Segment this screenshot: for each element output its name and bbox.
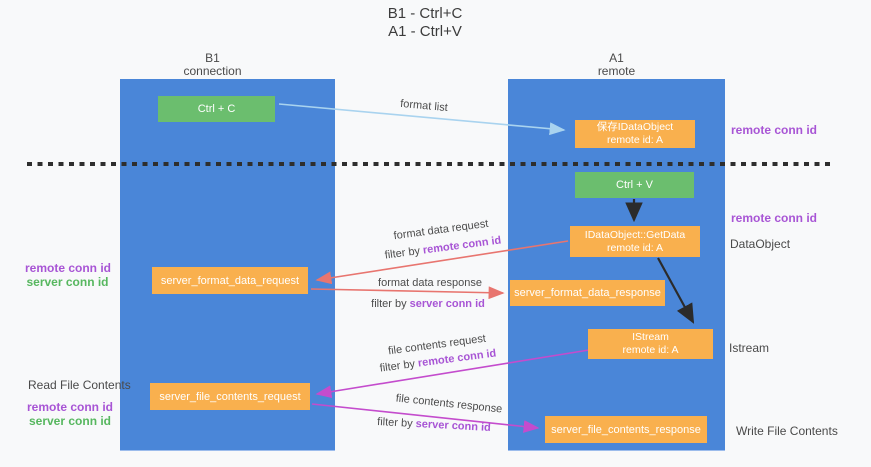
title-line-1: B1 - Ctrl+C bbox=[387, 5, 463, 22]
file-contents-response-arrow bbox=[311, 403, 540, 433]
read-file-contents-label: Read File Contents bbox=[28, 378, 131, 392]
server-conn-id-text: server conn id bbox=[28, 414, 112, 428]
save-idataobject-line2: remote id: A bbox=[606, 134, 664, 146]
save-idataobject-line1: 保存IDataObject bbox=[596, 121, 674, 133]
lane-b1-name: B1 bbox=[205, 51, 220, 65]
write-file-contents-label: Write File Contents bbox=[736, 424, 838, 438]
left-conn-id-group-format: remote conn id server conn id bbox=[25, 261, 112, 289]
server-file-contents-request-label: server_file_contents_request bbox=[159, 390, 301, 403]
filter-by-server-label-1: filter by server conn id bbox=[371, 298, 485, 310]
server-format-data-request-label: server_format_data_request bbox=[160, 274, 300, 287]
ctrl-c-label: Ctrl + C bbox=[197, 103, 236, 115]
format-data-request-arrow bbox=[315, 240, 569, 285]
filter-by-text: filter by bbox=[371, 298, 407, 310]
diagram-title: B1 - Ctrl+C A1 - Ctrl+V bbox=[335, 5, 515, 41]
lane-header-b1: B1 connection bbox=[105, 52, 320, 78]
server-conn-id-text: server conn id bbox=[26, 275, 109, 289]
save-idataobject-node: 保存IDataObject remote id: A bbox=[575, 120, 695, 148]
istream-line2: remote id: A bbox=[622, 344, 679, 356]
lane-a1-role: remote bbox=[597, 64, 636, 78]
left-conn-id-group-file: remote conn id server conn id bbox=[25, 400, 115, 428]
getdata-node: IDataObject::GetData remote id: A bbox=[570, 226, 700, 257]
remote-conn-id-text: remote conn id bbox=[26, 400, 113, 414]
server-file-contents-response-node: server_file_contents_response bbox=[545, 416, 707, 443]
format-list-arrow bbox=[278, 103, 566, 136]
server-format-data-request-node: server_format_data_request bbox=[152, 267, 308, 294]
server-format-data-response-label: server_format_data_response bbox=[514, 287, 661, 299]
lane-header-a1: A1 remote bbox=[508, 52, 725, 78]
right-remote-conn-id-mid: remote conn id bbox=[731, 211, 818, 225]
lane-b1-role: connection bbox=[183, 64, 242, 78]
getdata-line1: IDataObject::GetData bbox=[584, 228, 686, 241]
dataobject-label: DataObject bbox=[730, 237, 791, 251]
filter-by-text: filter by bbox=[376, 416, 413, 430]
server-conn-id-text: server conn id bbox=[409, 298, 485, 310]
istream-node: IStream remote id: A bbox=[588, 329, 713, 359]
remote-conn-id-text: remote conn id bbox=[25, 261, 112, 275]
ctrl-c-node: Ctrl + C bbox=[158, 96, 275, 122]
getdata-line2: remote id: A bbox=[606, 241, 664, 254]
right-remote-conn-id-top: remote conn id bbox=[731, 123, 818, 137]
istream-side-label: Istream bbox=[729, 341, 770, 355]
getdata-to-istream-arrow bbox=[657, 257, 695, 324]
istream-line1: IStream bbox=[632, 331, 669, 343]
format-data-response-arrow bbox=[310, 286, 505, 300]
server-file-contents-response-label: server_file_contents_response bbox=[551, 423, 701, 436]
ctrl-v-node: Ctrl + V bbox=[575, 172, 694, 198]
title-line-2: A1 - Ctrl+V bbox=[388, 23, 462, 40]
lane-a1-name: A1 bbox=[609, 51, 624, 65]
ctrl-v-label: Ctrl + V bbox=[616, 179, 653, 191]
format-data-response-label: format data response bbox=[378, 277, 482, 289]
server-file-contents-request-node: server_file_contents_request bbox=[150, 383, 310, 410]
server-format-data-response-node: server_format_data_response bbox=[510, 280, 665, 306]
file-contents-request-arrow bbox=[315, 349, 590, 399]
